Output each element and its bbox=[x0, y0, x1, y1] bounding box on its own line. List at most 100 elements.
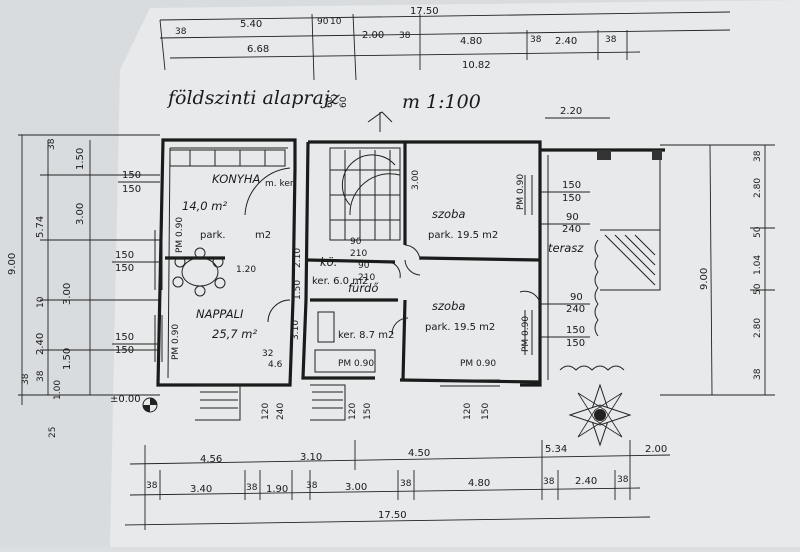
paper-sheet bbox=[110, 0, 800, 547]
pm-label-5: PM 0.90 bbox=[338, 359, 374, 369]
szoba1-door-h: 240 bbox=[562, 224, 581, 235]
compass-icon bbox=[568, 383, 632, 447]
int-dim-1: 90 bbox=[350, 237, 362, 247]
bottom-dim-13: 4.80 bbox=[468, 478, 490, 489]
staircase bbox=[329, 147, 401, 241]
left-dim-6: 3.00 bbox=[75, 203, 86, 225]
bottom-dim-4: 5.34 bbox=[545, 444, 567, 455]
front-dim-3: 120 bbox=[348, 403, 358, 420]
room-nappali-unit: m2 bbox=[255, 230, 271, 241]
left-dim-11: 1.00 bbox=[53, 380, 63, 400]
bottom-dim-6: 38 bbox=[146, 481, 158, 491]
right-dim-3: 50 bbox=[753, 226, 763, 238]
section-arrow-icon bbox=[367, 111, 393, 132]
front-dim-1: 120 bbox=[261, 403, 271, 420]
int-dim-13: 1.20 bbox=[236, 265, 256, 275]
room-nappali-name: NAPPALI bbox=[196, 307, 244, 321]
top-dim-12: 10.82 bbox=[462, 60, 491, 71]
szoba2-win-h: 150 bbox=[566, 338, 585, 349]
plan-scale: m 1:100 bbox=[402, 91, 481, 113]
right-dim-2: 2.80 bbox=[753, 178, 763, 198]
front-dim-2: 240 bbox=[276, 403, 286, 420]
konyha-win-w: 150 bbox=[122, 170, 141, 181]
left-dim-1: 5.74 bbox=[35, 216, 46, 238]
front-dim-4: 150 bbox=[363, 403, 373, 420]
left-dim-5: 1.50 bbox=[75, 148, 86, 170]
top-overall-dim: 17.50 bbox=[410, 6, 439, 17]
building-walls bbox=[154, 138, 665, 387]
room-terasz-name: terasz bbox=[548, 241, 584, 255]
terrace-area bbox=[540, 148, 665, 380]
left-dim-3: 2.40 bbox=[35, 333, 46, 355]
left-dim-4: 38 bbox=[36, 370, 46, 382]
left-dimensions: 9.00 5.74 10 2.40 38 1.50 3.00 3.00 1.50… bbox=[7, 134, 160, 438]
room-labels: KONYHA m. ker. 14,0 m² park. m2 NAPPALI … bbox=[182, 172, 584, 341]
int-dim-14: 4.6 bbox=[268, 360, 283, 370]
bottom-dim-10: 38 bbox=[306, 481, 318, 491]
left-dim-12: 25 bbox=[48, 427, 58, 438]
left-dim-8: 1.50 bbox=[62, 348, 73, 370]
bottom-overall-dim: 17.50 bbox=[378, 510, 407, 521]
room-furdo-name: fürdő bbox=[348, 281, 379, 295]
bottom-dim-1: 4.56 bbox=[200, 454, 222, 465]
front-dim-6: 150 bbox=[481, 403, 491, 420]
pm-label-4: PM 0.90 bbox=[521, 316, 531, 352]
left-dim-7: 3.00 bbox=[62, 283, 73, 305]
bottom-dim-12: 38 bbox=[400, 479, 412, 489]
konyha-win-h: 150 bbox=[122, 184, 141, 195]
top-dim-5: 2.00 bbox=[362, 30, 384, 41]
room-konyha-area: 14,0 m² bbox=[182, 199, 227, 213]
bottom-dim-14: 38 bbox=[543, 477, 555, 487]
room-nappali-floor: park. bbox=[200, 230, 226, 241]
level-marker-icon bbox=[142, 397, 158, 413]
bottom-dim-3: 4.50 bbox=[408, 448, 430, 459]
bottom-dim-2: 3.10 bbox=[300, 452, 322, 463]
szoba1-win-h: 150 bbox=[562, 193, 581, 204]
opening-labels: 150 150 150 150 150 150 150 150 90 240 9… bbox=[112, 170, 590, 420]
terrace-width-dim: 2.20 bbox=[560, 106, 582, 117]
top-dim-1: 5.40 bbox=[240, 19, 262, 30]
pm-label-3: PM 0.90 bbox=[516, 174, 526, 210]
nappali-win1-h: 150 bbox=[115, 263, 134, 274]
int-dim-15: 32 bbox=[262, 349, 273, 359]
int-dim-10: 1.50 bbox=[293, 280, 303, 300]
bottom-dim-11: 3.00 bbox=[345, 482, 367, 493]
int-dim-3: 90 bbox=[358, 261, 370, 271]
right-dim-6: 2.80 bbox=[753, 318, 763, 338]
top-dim-6: 38 bbox=[399, 31, 411, 41]
nappali-win2-w: 150 bbox=[115, 332, 134, 343]
top-dim-7: 4.80 bbox=[460, 36, 482, 47]
room-szoba2-area: park. 19.5 m2 bbox=[425, 322, 495, 333]
room-furdo-area: ker. 8.7 m2 bbox=[338, 330, 394, 341]
top-dim-4: 10 bbox=[330, 17, 342, 27]
int-dim-9: 2.10 bbox=[293, 248, 303, 268]
right-dim-7: 38 bbox=[753, 368, 763, 380]
bottom-dim-15: 2.40 bbox=[575, 476, 597, 487]
nappali-win2-h: 150 bbox=[115, 345, 134, 356]
szoba2-win-w: 150 bbox=[566, 325, 585, 336]
room-szoba1-area: park. 19.5 m2 bbox=[428, 230, 498, 241]
szoba2-door-h: 240 bbox=[566, 304, 585, 315]
top-dimensions: 17.50 5.40 38 90 10 2.00 38 4.80 38 2.40… bbox=[159, 6, 731, 119]
left-overall-dim: 9.00 bbox=[7, 253, 18, 275]
left-dim-9: 38 bbox=[47, 138, 57, 150]
bottom-dim-7: 3.40 bbox=[190, 484, 212, 495]
top-dim-11: 6.68 bbox=[247, 44, 269, 55]
pm-label-1: PM 0.90 bbox=[175, 217, 185, 253]
nappali-win1-w: 150 bbox=[115, 250, 134, 261]
bottom-dimensions: 4.56 3.10 4.50 5.34 2.00 38 3.40 38 1.90… bbox=[124, 440, 671, 530]
top-dim-3: 90 bbox=[317, 17, 329, 27]
room-szoba1-name: szoba bbox=[432, 207, 465, 221]
top-dim-2: 38 bbox=[175, 27, 187, 37]
right-overall-dim: 9.00 bbox=[699, 268, 710, 290]
front-steps bbox=[195, 384, 346, 421]
right-dim-1: 38 bbox=[753, 150, 763, 162]
int-dim-12: 3.00 bbox=[411, 170, 421, 190]
int-dim-4: 210 bbox=[358, 273, 375, 283]
top-dim-10: 38 bbox=[605, 35, 617, 45]
top-dim-9: 2.40 bbox=[555, 36, 577, 47]
room-szoba2-name: szoba bbox=[432, 299, 465, 313]
room-konyha-name: KONYHA bbox=[212, 172, 261, 186]
room-ko-name: kö. bbox=[320, 255, 337, 269]
